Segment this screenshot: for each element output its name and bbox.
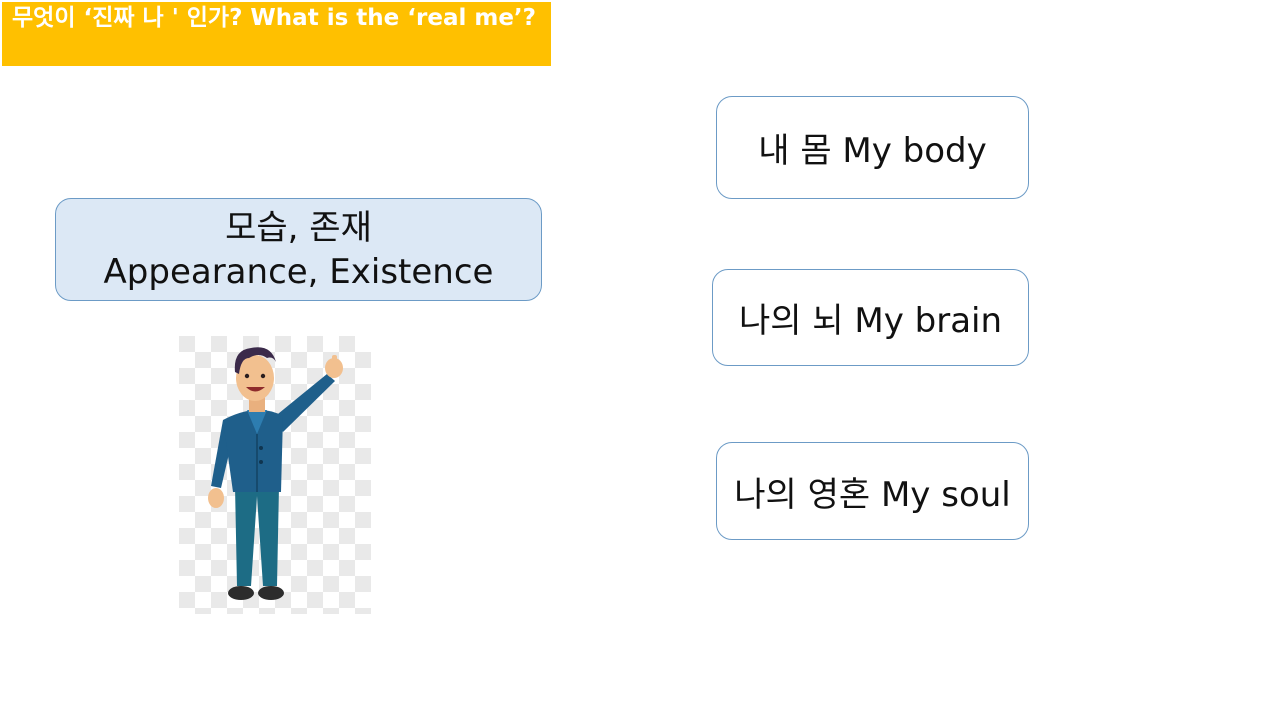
slide-title-text: 무엇이 ‘진짜 나 ' 인가? What is the ‘real me’? bbox=[12, 5, 536, 31]
slide-title: 무엇이 ‘진짜 나 ' 인가? What is the ‘real me’? bbox=[2, 2, 551, 66]
right-eye bbox=[260, 373, 266, 379]
hair bbox=[234, 347, 276, 374]
face bbox=[236, 355, 274, 401]
left-shoe bbox=[228, 586, 254, 600]
main-box-english-text: Appearance, Existence bbox=[103, 251, 494, 292]
waving-man-illustration bbox=[179, 336, 371, 614]
left-eye bbox=[244, 373, 250, 379]
my-soul-box: 나의 영혼 My soul bbox=[716, 442, 1029, 540]
my-brain-box: 나의 뇌 My brain bbox=[712, 269, 1029, 366]
main-box-korean-text: 모습, 존재 bbox=[225, 207, 372, 248]
lowered-hand bbox=[208, 488, 224, 508]
trousers bbox=[235, 486, 279, 586]
jacket bbox=[223, 409, 283, 492]
my-body-label: 내 몸 My body bbox=[758, 131, 987, 171]
smile bbox=[246, 387, 265, 392]
raised-arm bbox=[273, 374, 335, 432]
my-brain-label: 나의 뇌 My brain bbox=[738, 301, 1003, 341]
shirt bbox=[247, 410, 267, 434]
appearance-existence-box: 모습, 존재 Appearance, Existence bbox=[55, 198, 542, 301]
raised-hand bbox=[325, 358, 343, 378]
waving-man-svg bbox=[179, 336, 371, 614]
my-body-box: 내 몸 My body bbox=[716, 96, 1029, 199]
right-shoe bbox=[258, 586, 284, 600]
my-soul-label: 나의 영혼 My soul bbox=[734, 474, 1011, 515]
